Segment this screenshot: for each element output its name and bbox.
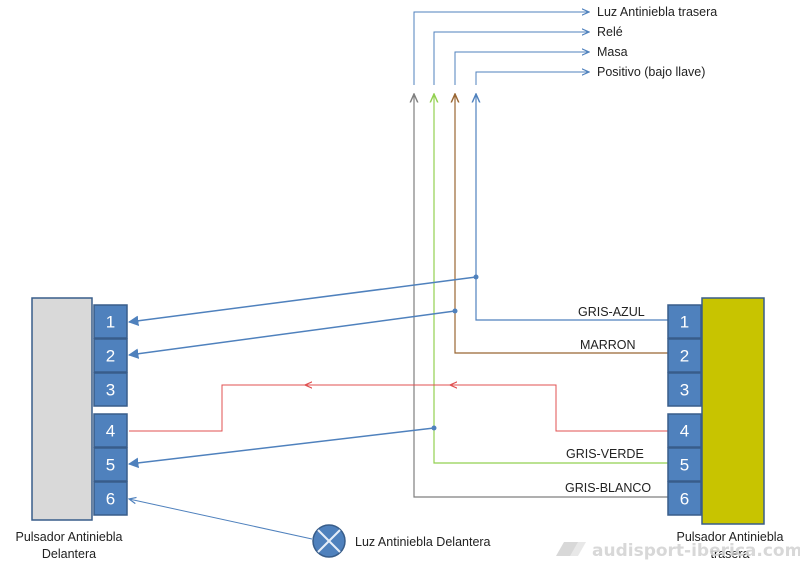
output-label-masa: Masa xyxy=(597,45,628,59)
left-pin: 5 xyxy=(93,447,128,482)
junction-dot xyxy=(452,308,458,314)
right-pin-label: 1 xyxy=(680,313,689,332)
output-line-positivo xyxy=(475,72,589,85)
wire-gris-verde xyxy=(434,94,670,464)
left-switch-caption-line2: Delantera xyxy=(42,547,96,561)
output-lines xyxy=(413,12,589,85)
left-pin-label: 1 xyxy=(106,313,115,332)
right-pin: 1 xyxy=(667,304,702,339)
wire-marron xyxy=(455,94,670,354)
right-switch-body xyxy=(701,297,765,525)
wire-left-pin2 xyxy=(127,310,456,359)
lamp-icon xyxy=(312,524,346,558)
output-label-luz-trasera: Luz Antiniebla trasera xyxy=(597,5,717,19)
right-pin: 3 xyxy=(667,372,702,407)
wire-label-gris-blanco: GRIS-BLANCO xyxy=(565,481,651,495)
lamp: Luz Antiniebla Delantera xyxy=(129,499,491,558)
output-labels: Luz Antiniebla trasera Relé Masa Positiv… xyxy=(597,5,717,79)
left-pin: 3 xyxy=(93,372,128,407)
wire-red-pin4 xyxy=(129,384,670,432)
wire-left-pin5 xyxy=(127,427,435,469)
left-pin: 1 xyxy=(93,304,128,339)
wire-label-marron: MARRON xyxy=(580,338,636,352)
left-pin: 2 xyxy=(93,338,128,373)
left-switch-body xyxy=(31,297,93,521)
left-pin-label: 6 xyxy=(106,490,115,509)
right-switch: 1 2 3 4 5 6 Pulsador Antiniebla trasera xyxy=(667,297,784,561)
right-pin-label: 3 xyxy=(680,381,689,400)
wire-label-gris-azul: GRIS-AZUL xyxy=(578,305,645,319)
output-label-positivo: Positivo (bajo llave) xyxy=(597,65,705,79)
lamp-label: Luz Antiniebla Delantera xyxy=(355,535,491,549)
left-pin-label: 4 xyxy=(106,422,115,441)
red-link xyxy=(129,384,670,432)
left-pin-label: 2 xyxy=(106,347,115,366)
wire-trunks xyxy=(414,94,670,498)
left-pin: 6 xyxy=(93,481,128,516)
wire-gris-azul xyxy=(476,94,670,321)
output-label-rele: Relé xyxy=(597,25,623,39)
right-pin-label: 6 xyxy=(680,490,689,509)
right-pin-label: 2 xyxy=(680,347,689,366)
junction-dot xyxy=(431,425,437,431)
wire-labels: GRIS-AZUL MARRON GRIS-VERDE GRIS-BLANCO xyxy=(565,305,651,495)
wire-label-gris-verde: GRIS-VERDE xyxy=(566,447,644,461)
wire-lamp xyxy=(129,499,313,540)
output-line-masa xyxy=(454,52,589,85)
right-pin-label: 5 xyxy=(680,456,689,475)
watermark: audisport-iberica.com xyxy=(556,541,800,561)
junction-dot xyxy=(473,274,479,280)
right-pin: 6 xyxy=(667,481,702,516)
wire-gris-blanco xyxy=(414,94,670,498)
right-pin: 5 xyxy=(667,447,702,482)
left-pin: 4 xyxy=(93,413,128,448)
audisport-logo-icon xyxy=(556,542,586,556)
watermark-text: audisport-iberica.com xyxy=(592,541,800,561)
right-switch-caption-line1: Pulsador Antiniebla xyxy=(676,530,783,544)
right-pin-label: 4 xyxy=(680,422,689,441)
right-pin: 4 xyxy=(667,413,702,448)
right-switch-caption-line2: trasera xyxy=(711,547,750,561)
right-pin: 2 xyxy=(667,338,702,373)
cross-wires xyxy=(127,274,479,469)
left-pin-label: 5 xyxy=(106,456,115,475)
output-line-rele xyxy=(433,32,589,85)
left-switch-caption-line1: Pulsador Antiniebla xyxy=(15,530,122,544)
output-line-luz-trasera xyxy=(413,12,589,85)
left-switch: 1 2 3 4 5 6 Pulsador Antiniebla Delanter… xyxy=(15,297,128,561)
wire-left-pin1 xyxy=(127,276,477,326)
left-pin-label: 3 xyxy=(106,381,115,400)
